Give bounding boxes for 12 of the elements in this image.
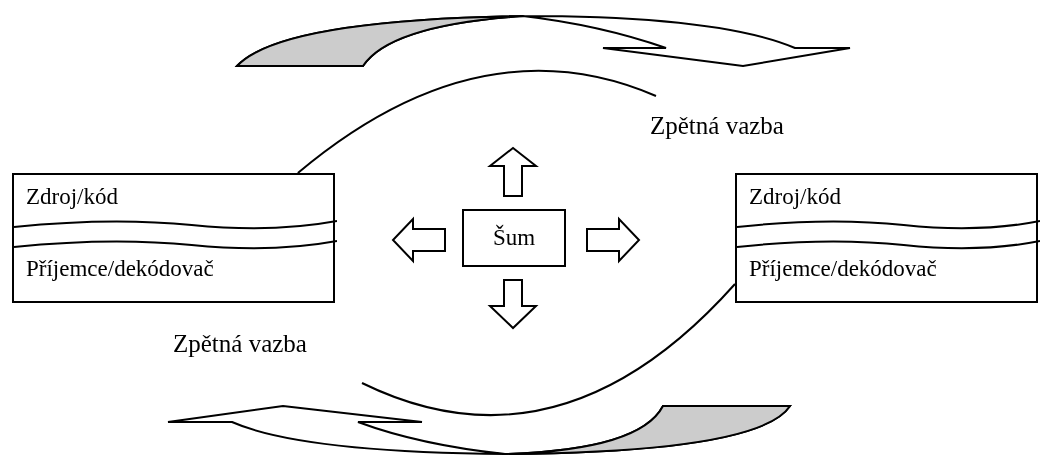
curved-line <box>296 69 657 174</box>
box-text: Zdroj/kód <box>749 183 841 211</box>
box-text: Příjemce/dekódovač <box>26 255 214 283</box>
process-box <box>462 209 566 267</box>
box-text: Šum <box>492 223 536 252</box>
box-text: Zdroj/kód <box>26 183 118 211</box>
curved-line <box>361 283 736 417</box>
box-text: Příjemce/dekódovač <box>749 255 937 283</box>
split-box <box>12 173 335 303</box>
split-box <box>735 173 1038 303</box>
feedback-label: Zpětná vazba <box>173 329 307 359</box>
feedback-label: Zpětná vazba <box>650 111 784 141</box>
